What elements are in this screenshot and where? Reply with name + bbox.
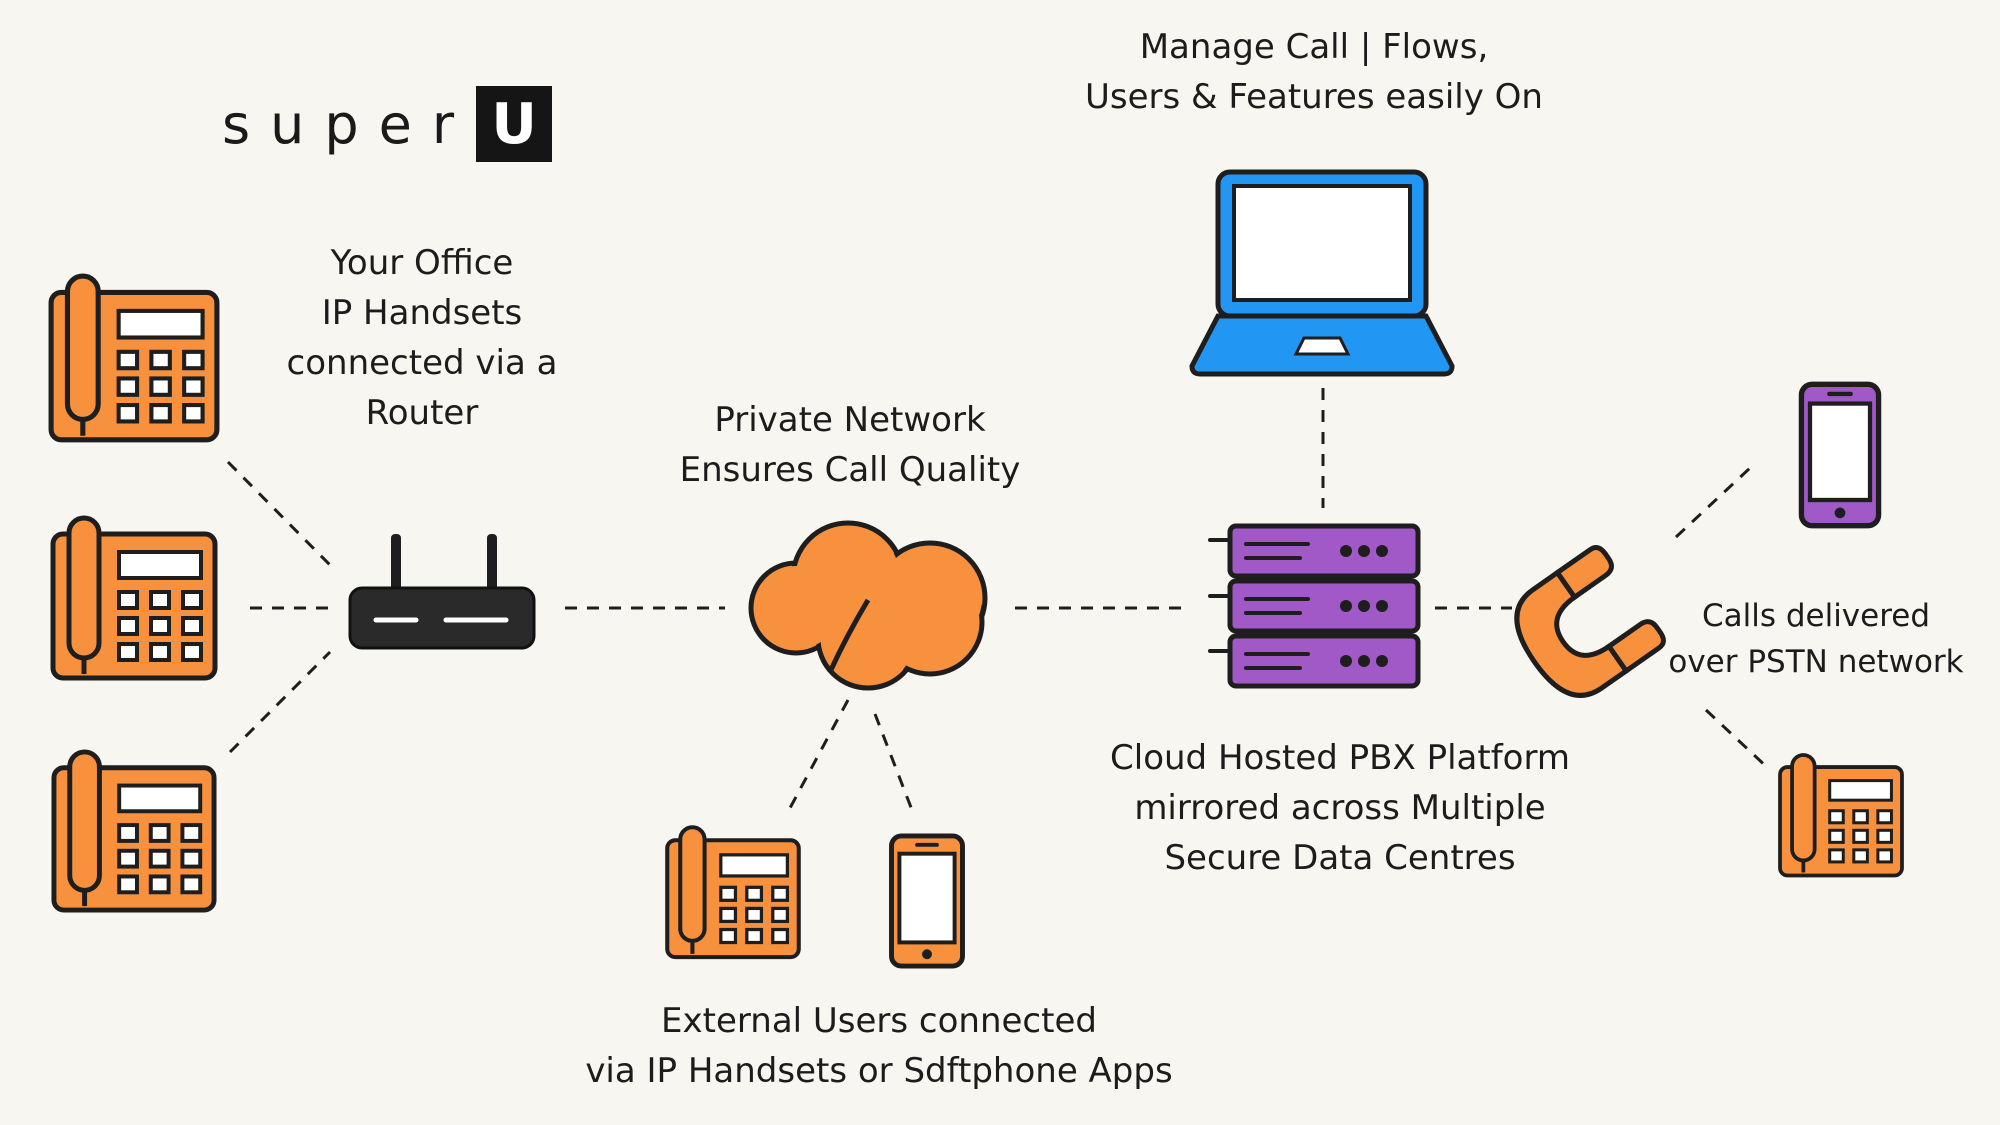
pstn-handset-icon [1514,545,1666,698]
brand-box-letter: U [476,86,553,162]
desk-phone-icon [54,752,214,910]
connector-lines [226,388,1772,811]
brand-logo: super U [222,86,553,162]
manage-label: Manage Call | Flows, Users & Features ea… [1085,27,1543,117]
cloud-icon [748,520,988,691]
private-network-label: Private Network Ensures Call Quality [679,400,1021,490]
desk-phone-icon [667,827,799,957]
pstn-label: Calls delivered over PSTN network [1668,598,1964,680]
desk-phone-icon [51,276,217,440]
server-rack-icon [1208,523,1421,689]
office-label: Your Office IP Handsets connected via a … [286,243,558,433]
mobile-phone-icon [1801,384,1878,525]
desk-phone-icon [1780,755,1902,875]
cloud-pbx-label: Cloud Hosted PBX Platform mirrored acros… [1110,738,1570,878]
external-users-label: External Users connected via IP Handsets… [585,1001,1173,1091]
router-icon [348,534,536,650]
desk-phone-icon [53,518,215,678]
brand-text: super [222,92,475,156]
mobile-phone-icon [892,836,963,966]
laptop-icon [1189,169,1455,377]
